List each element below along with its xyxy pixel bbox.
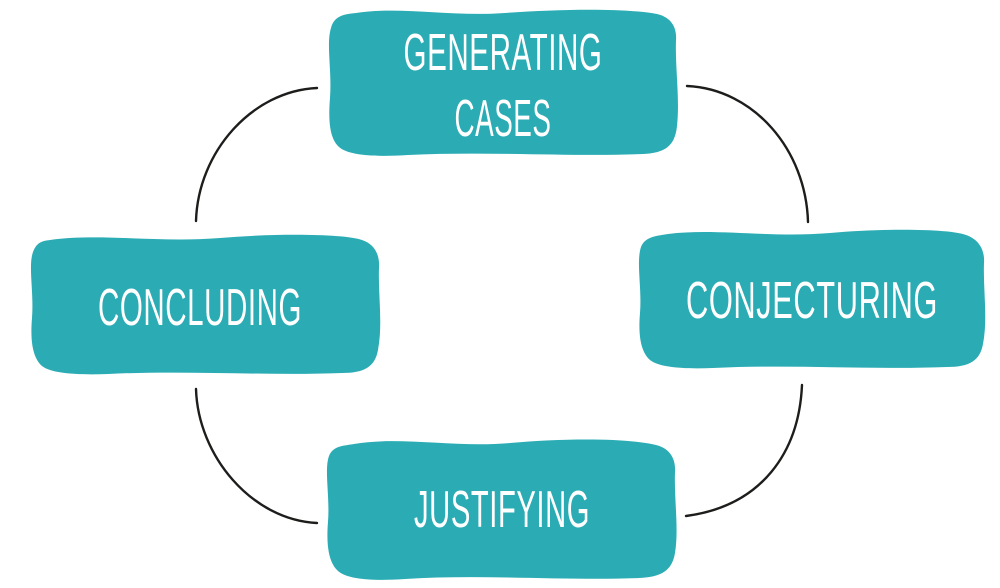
node-concluding: CONCLUDING — [30, 234, 381, 375]
connector-top-left — [194, 86, 319, 223]
node-conjecturing: CONJECTURING — [638, 229, 986, 369]
node-shape-concluding — [30, 234, 381, 375]
node-label-concluding: CONCLUDING — [98, 279, 302, 337]
node-label-justifying: JUSTIFYING — [414, 481, 590, 539]
node-label-conjecturing: CONJECTURING — [686, 272, 938, 330]
connector-bottom-right — [684, 383, 804, 518]
node-shape-conjecturing — [638, 229, 986, 369]
node-shape-generating-cases — [328, 9, 678, 156]
connector-bottom-left — [194, 387, 319, 525]
node-shape-justifying — [326, 439, 677, 580]
node-justifying: JUSTIFYING — [326, 439, 677, 580]
node-generating-cases: GENERATING CASES — [328, 9, 678, 156]
node-label-cases: CASES — [455, 90, 552, 148]
node-label-generating: GENERATING — [404, 24, 603, 82]
connector-top-right — [685, 84, 810, 224]
